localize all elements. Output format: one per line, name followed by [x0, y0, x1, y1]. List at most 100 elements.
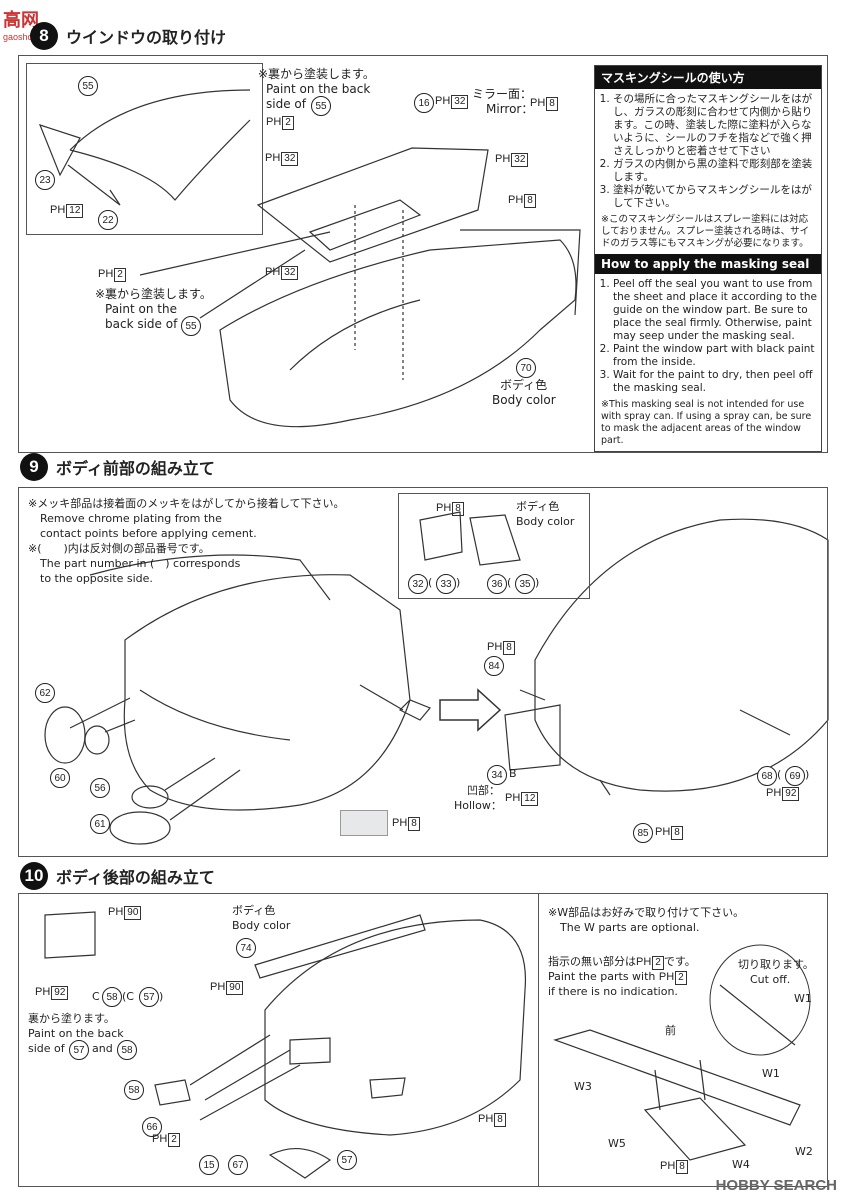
body-color-en-10: Body color: [232, 919, 291, 932]
masking-note-jp: ※このマスキングシールはスプレー塗料には対応しておりません。スプレー塗装される時…: [601, 214, 810, 249]
hollow-en: Hollow：: [454, 799, 502, 812]
part-57-ref: 57: [69, 1040, 89, 1060]
w1-label: W1: [762, 1067, 780, 1080]
masking-steps-en: Peel off the seal you want to use from t…: [595, 278, 821, 395]
part-32-label: 32: [408, 574, 428, 594]
part-61-label: 61: [90, 814, 110, 834]
part-66-label: 66: [142, 1117, 162, 1137]
note-back-paint-1-en2: side of: [266, 97, 306, 111]
part-57-label: 57: [139, 987, 159, 1007]
part-67-label: 67: [228, 1155, 248, 1175]
paren-close: ): [159, 990, 164, 1003]
part-69-label: 69: [785, 766, 805, 786]
part-23-label: 23: [35, 170, 55, 190]
car-rear-10: [264, 919, 527, 1136]
masking-note-en: ※This masking seal is not intended for u…: [601, 399, 812, 446]
body-color-en-9: Body color: [516, 515, 575, 528]
step-9-number: 9: [20, 453, 48, 481]
note-back-paint-2-jp: ※裏から塗装します。: [95, 287, 212, 301]
part-60-label: 60: [50, 768, 70, 788]
step-8-number: 8: [30, 22, 58, 50]
part-35-label: 35: [515, 574, 535, 594]
back-paint-en2a: side of: [28, 1042, 65, 1055]
masking-step-jp: その場所に合ったマスキングシールをはがし、ガラスの彫刻に合わせて内側から貼ります…: [613, 93, 821, 158]
back-paint-en1: Paint on the back: [28, 1027, 124, 1040]
hollow-jp: 凹部：: [467, 784, 500, 797]
windshield-outline: [69, 89, 251, 151]
masking-title-en: How to apply the masking seal: [595, 254, 821, 274]
paren-open: (: [777, 768, 782, 781]
part-33-label: 33: [436, 574, 456, 594]
part-16-label: 16: [414, 93, 434, 113]
masking-step-en: Wait for the paint to dry, then peel off…: [613, 369, 821, 395]
part-36-label: 36: [487, 574, 507, 594]
w1-cut-label: W1: [794, 992, 812, 1005]
cut-off-en: Cut off.: [750, 973, 791, 986]
masking-step-en: Peel off the seal you want to use from t…: [613, 278, 821, 343]
c-label: C: [92, 990, 100, 1003]
step-8-panel: [18, 55, 828, 453]
note-back-paint-1-jp: ※裏から塗装します。: [258, 67, 375, 81]
chrome-swatch: [340, 810, 388, 836]
note-back-paint-1-en1: Paint on the back: [266, 82, 371, 96]
w4-label: W4: [732, 1158, 750, 1171]
note-back-paint-2-en2: back side of: [105, 317, 178, 331]
note-chrome-en1: Remove chrome plating from the: [40, 512, 222, 525]
note-paren-en2: to the opposite side.: [40, 572, 153, 585]
step-10-number: 10: [20, 862, 48, 890]
body-color-jp: ボディ色: [500, 378, 548, 392]
masking-step-jp: 塗料が乾いてからマスキングシールをはがして下さい。: [613, 184, 821, 210]
masking-title-jp: マスキングシールの使い方: [595, 66, 821, 89]
mirror-detail-box: [398, 493, 590, 599]
note-paren-en1: The part number in ( ) corresponds: [40, 557, 241, 570]
part-56-label: 56: [90, 778, 110, 798]
part-55-ref: 55: [311, 96, 331, 116]
part-74-label: 74: [236, 938, 256, 958]
masking-steps-jp: その場所に合ったマスキングシールをはがし、ガラスの彫刻に合わせて内側から貼ります…: [595, 93, 821, 210]
step-10-title: ボディ後部の組み立て: [56, 868, 215, 887]
car-front-9-left: [123, 574, 411, 811]
paren-open: (: [428, 576, 433, 589]
step-9-title: ボディ前部の組み立て: [56, 459, 215, 478]
w3-label: W3: [574, 1080, 592, 1093]
part-70-label: 70: [516, 358, 536, 378]
c-label-opposite: (C: [122, 990, 134, 1003]
part-34-suffix: B: [509, 767, 517, 780]
part-55-label: 55: [78, 76, 98, 96]
paren-open: (: [507, 576, 512, 589]
back-paint-and: and: [92, 1042, 113, 1055]
car-body-8: [219, 239, 577, 428]
rear-window-part: [256, 147, 489, 263]
part-68-label: 68: [757, 766, 777, 786]
paren-close: ): [456, 576, 461, 589]
mirror-label-jp: ミラー面：: [472, 87, 533, 101]
note-chrome-en2: contact points before applying cement.: [40, 527, 257, 540]
paren-close: ): [535, 576, 540, 589]
masking-step-en: Paint the window part with black paint f…: [613, 343, 821, 369]
w-note-en: The W parts are optional.: [560, 921, 700, 934]
masking-seal-instructions: マスキングシールの使い方 その場所に合ったマスキングシールをはがし、ガラスの彫刻…: [594, 65, 822, 452]
step-8-header: 8 ウインドウの取り付け: [30, 22, 226, 50]
step-10-header: 10 ボディ後部の組み立て: [20, 862, 215, 890]
w5-label: W5: [608, 1137, 626, 1150]
note-chrome-jp: ※メッキ部品は接着面のメッキをはがしてから接着して下さい。: [28, 497, 345, 510]
step-8-title: ウインドウの取り付け: [66, 28, 227, 47]
part-34-label: 34: [487, 765, 507, 785]
part-55-ref-2: 55: [181, 316, 201, 336]
